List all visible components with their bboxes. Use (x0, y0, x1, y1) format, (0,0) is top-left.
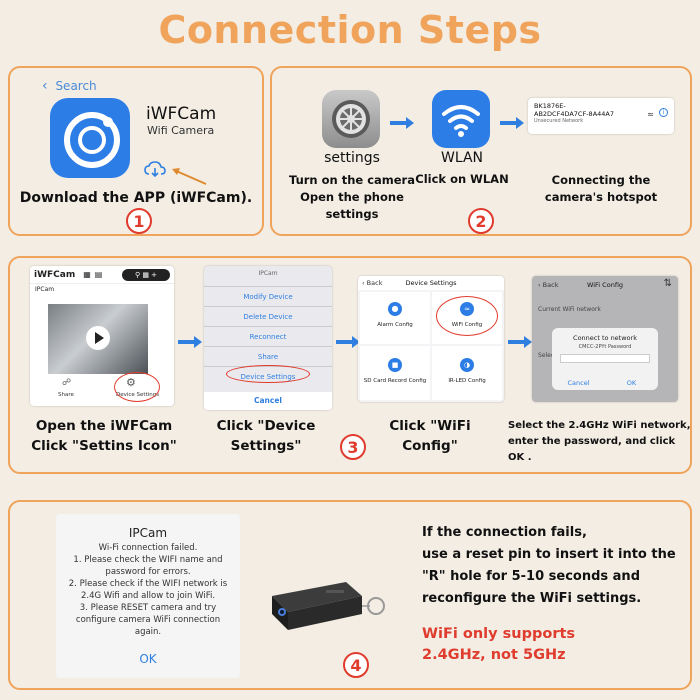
ds-header: ‹ Back Device Settings (358, 276, 504, 290)
refresh-icon[interactable]: ⇅ (663, 278, 672, 289)
network-security: Unsecured Network (534, 118, 584, 124)
step3-caption-1: Open the iWFCam Click "Settins Icon" (31, 418, 177, 454)
play-icon[interactable] (86, 326, 110, 350)
menu-cancel-button[interactable]: Cancel (204, 392, 332, 410)
wc-select-label: Selec (538, 352, 555, 359)
ir-led-icon: ◑ (460, 358, 474, 372)
step-number-3: 3 (340, 434, 366, 460)
password-input[interactable] (560, 354, 650, 363)
arrow-right-icon (500, 114, 524, 133)
wc-header: ‹ Back WiFi Config ⇅ (532, 276, 678, 294)
iwfcam-app-icon[interactable] (50, 98, 130, 178)
sd-record-label: SD Card Record Config (363, 378, 427, 384)
error-dialog-ok-button[interactable]: OK (139, 652, 157, 666)
step2-caption-1: Turn on the camera Open the phone settin… (288, 173, 415, 221)
cloud-download-icon[interactable] (144, 160, 166, 182)
menu-item-delete[interactable]: Delete Device (204, 306, 332, 326)
step-number-4: 4 (343, 652, 369, 678)
info-icon[interactable]: i (659, 108, 668, 117)
dialog-subtitle: CMCC-2PYt Password (578, 344, 632, 350)
device-name: IPCam (35, 286, 55, 293)
grid-icon[interactable]: ▦ (83, 270, 91, 279)
dialog-title: Connect to network (573, 334, 637, 342)
error-dialog: IPCam Wi-Fi connection failed. 1. Please… (56, 514, 240, 678)
device-menu-screen: IPCam Modify Device Delete Device Reconn… (204, 266, 332, 410)
sd-card-icon: ■ (388, 358, 402, 372)
ds-title: Device Settings (405, 279, 457, 287)
step2-caption-2: Click on WLAN (415, 172, 509, 186)
app-subtitle: Wifi Camera (147, 124, 215, 137)
menu-item-modify[interactable]: Modify Device (204, 286, 332, 306)
step3-panel: iWFCam ▦ ▤ ⚲ ▦ + IPCam ☍ Share ⚙ Device … (8, 256, 692, 474)
alarm-config-tile[interactable]: ● Alarm Config (360, 292, 430, 344)
settings-label: settings (324, 150, 380, 166)
page-title: Connection Steps (158, 8, 542, 52)
gear-icon (332, 100, 370, 138)
wc-back-button[interactable]: ‹ Back (538, 281, 559, 289)
wifi-config-screen: ‹ Back WiFi Config ⇅ Current WiFi networ… (532, 276, 678, 402)
search-back[interactable]: ‹ Search (42, 78, 97, 94)
step2-panel: settings WLAN BK1876E- AB2DCF4DA7CF-8A44… (270, 66, 692, 236)
step1-panel: ‹ Search iWFCam Wifi Camera Download the… (8, 66, 264, 236)
dialog-cancel-button[interactable]: Cancel (567, 379, 590, 387)
camera-device-image (266, 572, 385, 630)
step1-caption: Download the APP (iWFCam). (19, 190, 253, 206)
search-label: Search (55, 79, 97, 93)
iwfcam-home-screen: iWFCam ▦ ▤ ⚲ ▦ + IPCam ☍ Share ⚙ Device … (30, 266, 174, 406)
dialog-ok-button[interactable]: OK (626, 379, 637, 387)
ir-led-tile[interactable]: ◑ IR-LED Config (432, 346, 502, 400)
alarm-config-label: Alarm Config (377, 322, 413, 328)
highlight-circle (436, 296, 498, 336)
sd-record-tile[interactable]: ■ SD Card Record Config (360, 346, 430, 400)
highlight-circle (226, 365, 310, 383)
bell-icon: ● (388, 302, 402, 316)
app-name: iWFCam (146, 104, 217, 124)
app-title: iWFCam (34, 269, 76, 280)
menu-item-share[interactable]: Share (204, 346, 332, 366)
menu-item-reconnect[interactable]: Reconnect (204, 326, 332, 346)
connect-dialog: Connect to network CMCC-2PYt Password Ca… (552, 328, 658, 390)
wc-title: WiFi Config (586, 281, 624, 289)
arrow-right-icon (336, 333, 360, 352)
wlan-icon[interactable] (432, 90, 490, 148)
arrow-right-icon (178, 333, 202, 352)
chevron-left-icon: ‹ (42, 78, 48, 94)
network-name-2: AB2DCF4DA7CF-8A44A7 (534, 110, 614, 118)
wlan-label: WLAN (440, 150, 483, 166)
settings-app-icon[interactable] (322, 90, 380, 148)
error-dialog-text: Wi-Fi connection failed. 1. Please check… (68, 543, 228, 637)
share-icon[interactable]: ☍ (62, 378, 72, 388)
step-number-1: 1 (126, 208, 152, 234)
wifi-config-tile[interactable]: ≈ WiFi Config (432, 292, 502, 344)
device-settings-screen: ‹ Back Device Settings ● Alarm Config ≈ … (358, 276, 504, 402)
wifi-icon: ≈ (647, 110, 654, 119)
camera-preview[interactable] (48, 304, 148, 374)
search-toolbar[interactable]: ⚲ ▦ + (122, 268, 170, 281)
arrow-right-icon (508, 333, 532, 352)
step2-caption-3: Connecting the camera's hotspot (544, 173, 658, 204)
wc-current-label: Current WiFi network (538, 306, 601, 313)
app-header: iWFCam ▦ ▤ ⚲ ▦ + (30, 266, 174, 284)
ds-back-button[interactable]: ‹ Back (362, 279, 383, 287)
ir-led-label: IR-LED Config (448, 378, 486, 384)
frequency-warning: WiFi only supports 2.4GHz, not 5GHz (422, 626, 576, 663)
arrow-right-icon (390, 114, 414, 133)
share-label: Share (58, 392, 74, 398)
step3-caption-2: Click "Device Settings" (216, 418, 316, 454)
step3-caption-3: Click "WiFi Config" (389, 418, 471, 454)
hotspot-network-row[interactable]: BK1876E- AB2DCF4DA7CF-8A44A7 Unsecured N… (528, 98, 674, 134)
step-number-2: 2 (468, 208, 494, 234)
highlight-circle (114, 372, 160, 402)
error-dialog-title: IPCam (128, 526, 168, 540)
step3-caption-4: Select the 2.4GHz WiFi network, enter th… (508, 420, 691, 463)
list-icon[interactable]: ▤ (94, 270, 103, 279)
pointer-arrow-icon (168, 164, 208, 190)
step4-panel: IPCam Wi-Fi connection failed. 1. Please… (8, 500, 692, 690)
network-name-1: BK1876E- (534, 102, 566, 110)
wifi-icon (442, 105, 480, 137)
reset-instructions: If the connection fails, use a reset pin… (422, 525, 676, 606)
menu-title: IPCam (258, 270, 278, 277)
